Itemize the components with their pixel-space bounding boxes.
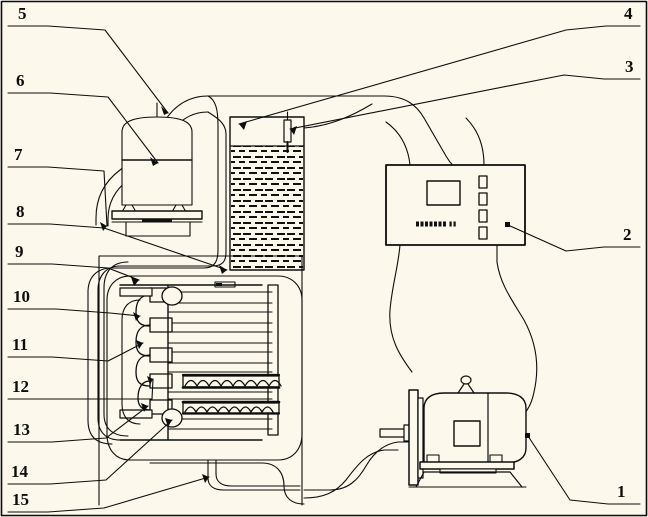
panel-button-1: [478, 175, 488, 189]
pipe-suction-3: [103, 261, 129, 437]
motor-lifting-eye-ring: [460, 375, 472, 385]
vessel-outer-frame: [98, 255, 303, 506]
cable-panel-top-right: [465, 117, 485, 166]
pipe-vessel-to-motor: [303, 441, 411, 491]
level-probe-body: [283, 119, 292, 143]
pipe-bottom-outlet-outer: [149, 462, 305, 505]
tube-bundle: [167, 291, 273, 430]
pipe-vessel-to-motor-2: [303, 449, 399, 499]
callout-label-7: 7: [14, 145, 23, 164]
panel-led-bar: [416, 221, 456, 227]
callout-leaders: [7, 25, 641, 513]
heating-coil-upper: [181, 373, 282, 389]
callout-label-8: 8: [16, 202, 25, 221]
compressor-pedestal: [125, 221, 191, 237]
callout-label-11: 11: [12, 335, 29, 354]
callout-label-2: 2: [623, 225, 632, 244]
motor-foot-right: [489, 454, 503, 463]
pipe-comp-to-tank-b: [207, 111, 227, 267]
callout-label-9: 9: [15, 242, 24, 261]
callout-label-6: 6: [16, 71, 25, 90]
pipe-upper-arch-outer: [95, 95, 485, 226]
callout-label-12: 12: [12, 377, 29, 396]
bundle-bottom-plate: [119, 409, 153, 419]
motor-pedestal: [415, 471, 523, 488]
pipe-suction-inner-hook: [121, 299, 141, 425]
panel-button-3: [478, 209, 488, 223]
motor-flange: [408, 389, 419, 486]
callout-label-1: 1: [617, 482, 626, 501]
compressor-shell: [121, 116, 193, 161]
vessel-right-baffle: [267, 284, 279, 436]
pipe-comp-to-tank-a: [203, 95, 219, 269]
motor-terminal-box: [453, 420, 481, 447]
panel-display: [426, 180, 461, 206]
compressor-body: [121, 159, 193, 206]
callout-label-4: 4: [624, 4, 633, 23]
reservoir-liquid: [231, 146, 303, 269]
compressor-base-plate-shadow: [142, 219, 172, 222]
pipe-suction-1: [87, 267, 113, 445]
header-oval-top: [161, 286, 183, 306]
callout-label-10: 10: [13, 287, 30, 306]
compressor-base-plate: [111, 210, 203, 220]
callout-label-14: 14: [11, 462, 28, 481]
panel-button-4: [478, 226, 488, 240]
pipe-bottom-riser-b: [215, 459, 301, 487]
motor-base-shim: [439, 468, 497, 474]
callout-label-3: 3: [625, 57, 634, 76]
callout-label-15: 15: [12, 490, 29, 509]
callout-tips: [100, 106, 530, 483]
motor-base-plate: [419, 461, 515, 470]
pipe-tank-right-out: [303, 103, 373, 129]
heating-coil-lower: [181, 400, 281, 415]
callout-label-5: 5: [18, 4, 27, 23]
callout-label-13: 13: [13, 420, 30, 439]
panel-button-2: [478, 192, 488, 206]
motor-foot-left: [426, 454, 440, 463]
cable-cabinet-left-down: [389, 244, 413, 373]
bundle-top-plate: [119, 287, 153, 297]
cable-panel-top-left: [385, 121, 411, 166]
